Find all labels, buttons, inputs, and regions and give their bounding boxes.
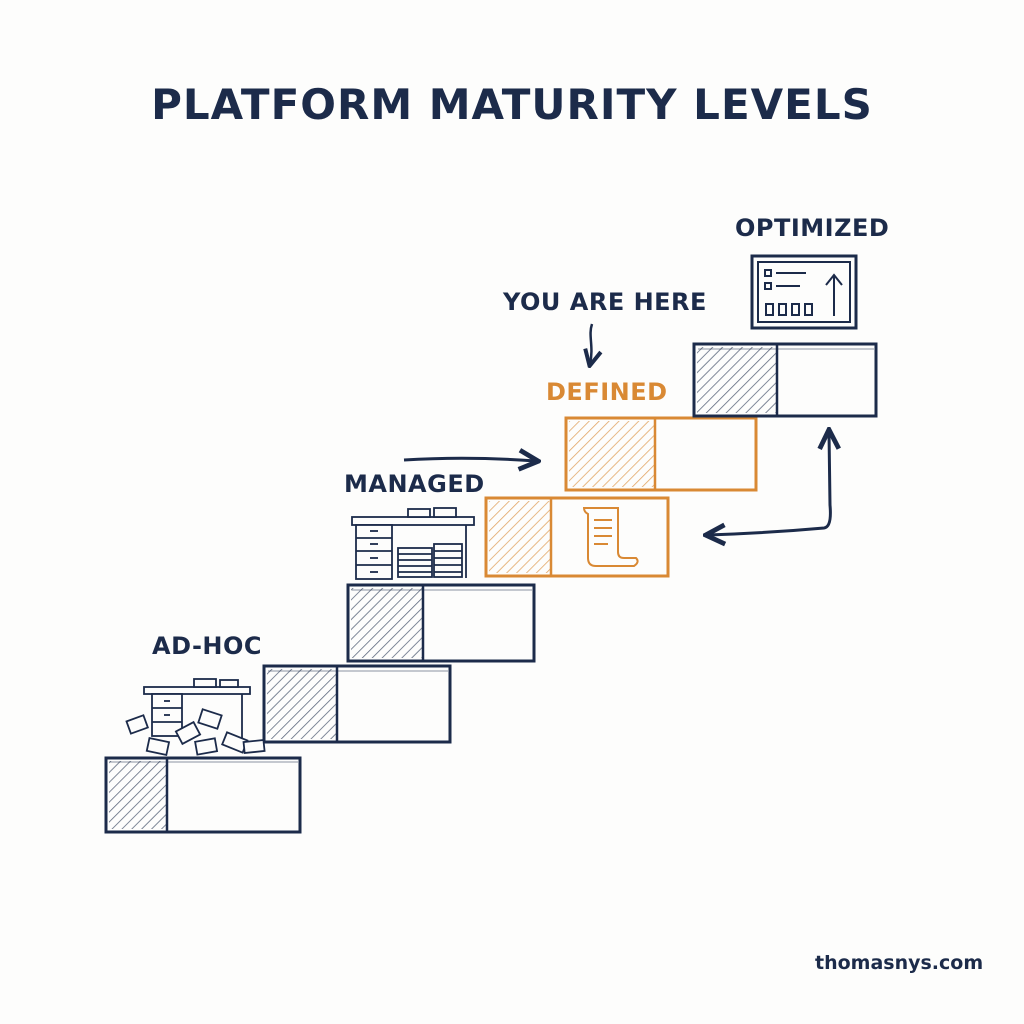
step2-block <box>262 664 452 744</box>
progress-arrow <box>403 458 536 461</box>
adhoc-block <box>104 756 302 834</box>
defined-block <box>564 416 758 492</box>
cluttered-desk-icon <box>125 678 266 756</box>
level-label-optimized: OPTIMIZED <box>735 214 890 242</box>
optimized-block <box>692 342 878 418</box>
feedback-loop-arrow <box>708 432 830 535</box>
diagram-title: PLATFORM MATURITY LEVELS <box>151 80 873 129</box>
defined-lower-block <box>484 496 670 578</box>
marker-arrow <box>590 323 592 364</box>
you-are-here-label: YOU ARE HERE <box>503 288 707 316</box>
managed-block <box>346 583 536 663</box>
dashboard-monitor-icon <box>750 254 858 330</box>
credit-text: thomasnys.com <box>815 952 984 974</box>
document-scroll-icon <box>582 507 639 567</box>
organized-desk-icon <box>351 507 475 580</box>
level-label-adhoc: AD-HOC <box>152 632 263 660</box>
level-label-defined: DEFINED <box>546 378 668 406</box>
level-label-managed: MANAGED <box>344 470 485 498</box>
